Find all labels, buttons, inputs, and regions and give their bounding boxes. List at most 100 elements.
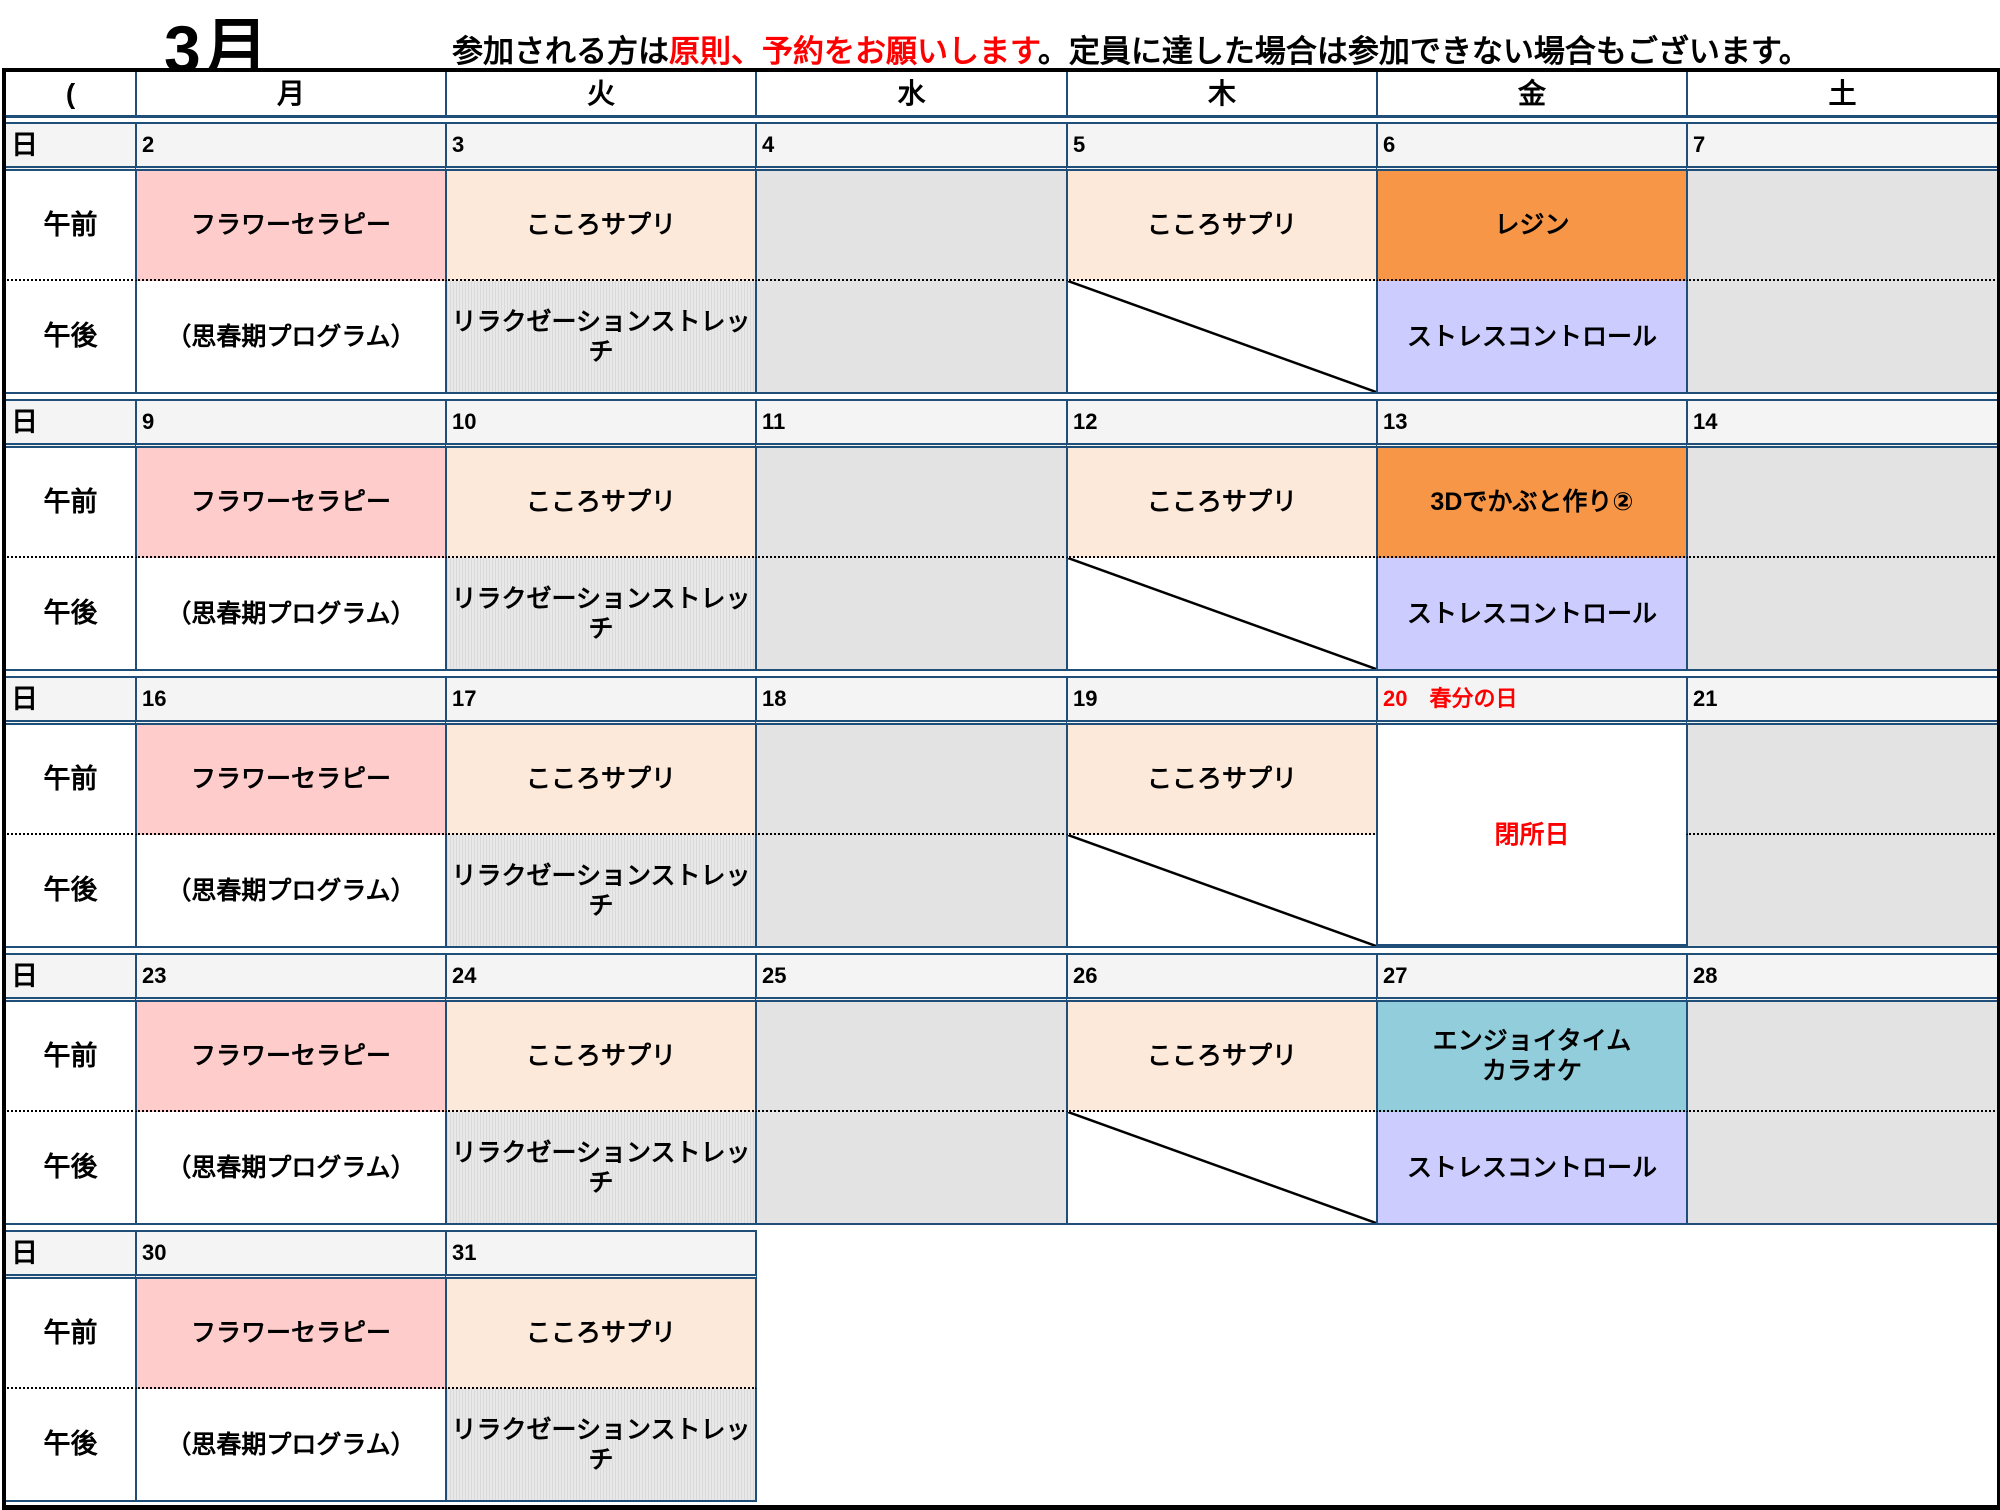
- pm-program-cell-text: （思春期プログラム）: [166, 876, 416, 905]
- pm-program-cell: ストレスコントロール: [1376, 558, 1688, 671]
- weekday-header: 木: [1066, 72, 1378, 118]
- date-cell: 31: [445, 1230, 757, 1279]
- am-program-cell: こころサプリ: [445, 448, 757, 558]
- date-cell-text: 17: [452, 685, 477, 711]
- pm-program-cell: [1686, 835, 1999, 948]
- pm-program-cell: （思春期プログラム）: [135, 281, 447, 394]
- pm-program-cell: リラクゼーションストレッチ: [445, 558, 757, 671]
- date-cell-text: 16: [142, 685, 167, 711]
- date-cell-text: 28: [1693, 962, 1718, 988]
- pm-program-cell: ストレスコントロール: [1376, 281, 1688, 394]
- am-program-cell: [1686, 725, 1999, 835]
- date-row-label-text: 日: [11, 406, 38, 437]
- closed-day-cell: 閉所日: [1376, 725, 1688, 948]
- date-cell-text: 27: [1383, 962, 1408, 988]
- pm-program-cell: [1686, 558, 1999, 671]
- pm-program-cell-text: リラクゼーションストレッチ: [451, 584, 751, 643]
- date-cell: 9: [135, 399, 447, 448]
- date-cell-text: 6: [1383, 131, 1396, 157]
- am-row-label-text: 午前: [43, 1040, 98, 1071]
- pm-program-cell-text: （思春期プログラム）: [166, 1153, 416, 1182]
- pm-program-cell-text: リラクゼーションストレッチ: [451, 307, 751, 366]
- am-program-cell-text: こころサプリ: [1146, 488, 1297, 516]
- am-program-cell: こころサプリ: [1066, 171, 1378, 281]
- date-cell-text: 11: [762, 408, 786, 434]
- am-program-cell: フラワーセラピー: [135, 448, 447, 558]
- am-row-label-text: 午前: [43, 763, 98, 794]
- date-cell: 14: [1686, 399, 1999, 448]
- date-cell: 4: [755, 122, 1068, 171]
- date-row-label: 日: [4, 122, 137, 171]
- weekday-header-text: 土: [1828, 77, 1857, 109]
- am-program-cell-text: こころサプリ: [1146, 1042, 1297, 1070]
- date-cell-text: 18: [762, 685, 787, 711]
- am-program-cell: フラワーセラピー: [135, 725, 447, 835]
- header-corner: (: [4, 72, 137, 118]
- date-cell-text: 5: [1073, 131, 1086, 157]
- date-cell: 28: [1686, 953, 1999, 1002]
- am-program-cell-text: こころサプリ: [525, 1042, 676, 1070]
- am-program-cell: [755, 725, 1068, 835]
- pm-program-cell: [1066, 558, 1378, 671]
- am-program-cell-text: こころサプリ: [525, 211, 676, 239]
- am-program-cell: こころサプリ: [445, 1002, 757, 1112]
- pm-row-label-text: 午後: [43, 321, 98, 352]
- weekday-header: 火: [445, 72, 757, 118]
- pm-program-cell: [755, 835, 1068, 948]
- date-cell-text: 3: [452, 131, 465, 157]
- weekday-header-text: 水: [897, 77, 926, 109]
- date-cell: 10: [445, 399, 757, 448]
- pm-program-cell-text: ストレスコントロール: [1406, 322, 1657, 351]
- am-program-cell-text: フラワーセラピー: [190, 488, 391, 516]
- date-row-label-text: 日: [11, 683, 38, 714]
- am-program-cell-text: フラワーセラピー: [190, 1042, 391, 1070]
- date-cell: 27: [1376, 953, 1688, 1002]
- am-program-cell: エンジョイタイム カラオケ: [1376, 1002, 1688, 1112]
- weekday-header-text: 月: [276, 77, 305, 109]
- weekday-header: 水: [755, 72, 1068, 118]
- pm-program-cell: [1686, 1112, 1999, 1225]
- am-program-cell-text: フラワーセラピー: [190, 211, 391, 239]
- pm-program-cell-text: （思春期プログラム）: [166, 599, 416, 628]
- date-cell: 18: [755, 676, 1068, 725]
- am-program-cell: こころサプリ: [1066, 1002, 1378, 1112]
- date-cell-text: 9: [142, 408, 155, 434]
- weekday-header: 月: [135, 72, 447, 118]
- date-cell: 11: [755, 399, 1068, 448]
- am-program-cell: [1686, 448, 1999, 558]
- pm-row-label: 午後: [4, 1389, 137, 1502]
- pm-program-cell-text: ストレスコントロール: [1406, 599, 1657, 628]
- pm-program-cell: リラクゼーションストレッチ: [445, 1112, 757, 1225]
- date-cell: 16: [135, 676, 447, 725]
- am-program-cell: [1686, 171, 1999, 281]
- pm-row-label: 午後: [4, 1112, 137, 1225]
- am-program-cell-text: こころサプリ: [1146, 211, 1297, 239]
- notice-text-2: 。定員に達した場合は参加できない場合もございます。: [1037, 34, 1810, 69]
- date-cell-text: 30: [142, 1239, 167, 1265]
- pm-row-label-text: 午後: [43, 1429, 98, 1460]
- date-cell: 6: [1376, 122, 1688, 171]
- date-cell-text: 7: [1693, 131, 1706, 157]
- am-program-cell: こころサプリ: [1066, 725, 1378, 835]
- am-program-cell-text: こころサプリ: [1146, 765, 1297, 793]
- pm-program-cell: リラクゼーションストレッチ: [445, 835, 757, 948]
- date-row-label-text: 日: [11, 129, 38, 160]
- am-program-cell: 3Dでかぶと作り②: [1376, 448, 1688, 558]
- am-row-label: 午前: [4, 171, 137, 281]
- pm-row-label: 午後: [4, 558, 137, 671]
- pm-program-cell: [1686, 281, 1999, 394]
- pm-program-cell: （思春期プログラム）: [135, 1112, 447, 1225]
- am-program-cell: フラワーセラピー: [135, 171, 447, 281]
- am-program-cell: フラワーセラピー: [135, 1002, 447, 1112]
- reservation-notice: 参加される方は原則、予約をお願いします。定員に達した場合は参加できない場合もござ…: [452, 26, 1810, 71]
- date-row-label: 日: [4, 953, 137, 1002]
- pm-row-label-text: 午後: [43, 598, 98, 629]
- date-cell: 19: [1066, 676, 1378, 725]
- pm-program-cell: リラクゼーションストレッチ: [445, 1389, 757, 1502]
- am-row-label: 午前: [4, 725, 137, 835]
- date-cell: 21: [1686, 676, 1999, 725]
- notice-text-1: 参加される方は: [452, 34, 669, 69]
- weekday-header-text: 火: [586, 77, 615, 109]
- pm-row-label: 午後: [4, 835, 137, 948]
- am-program-cell: こころサプリ: [445, 171, 757, 281]
